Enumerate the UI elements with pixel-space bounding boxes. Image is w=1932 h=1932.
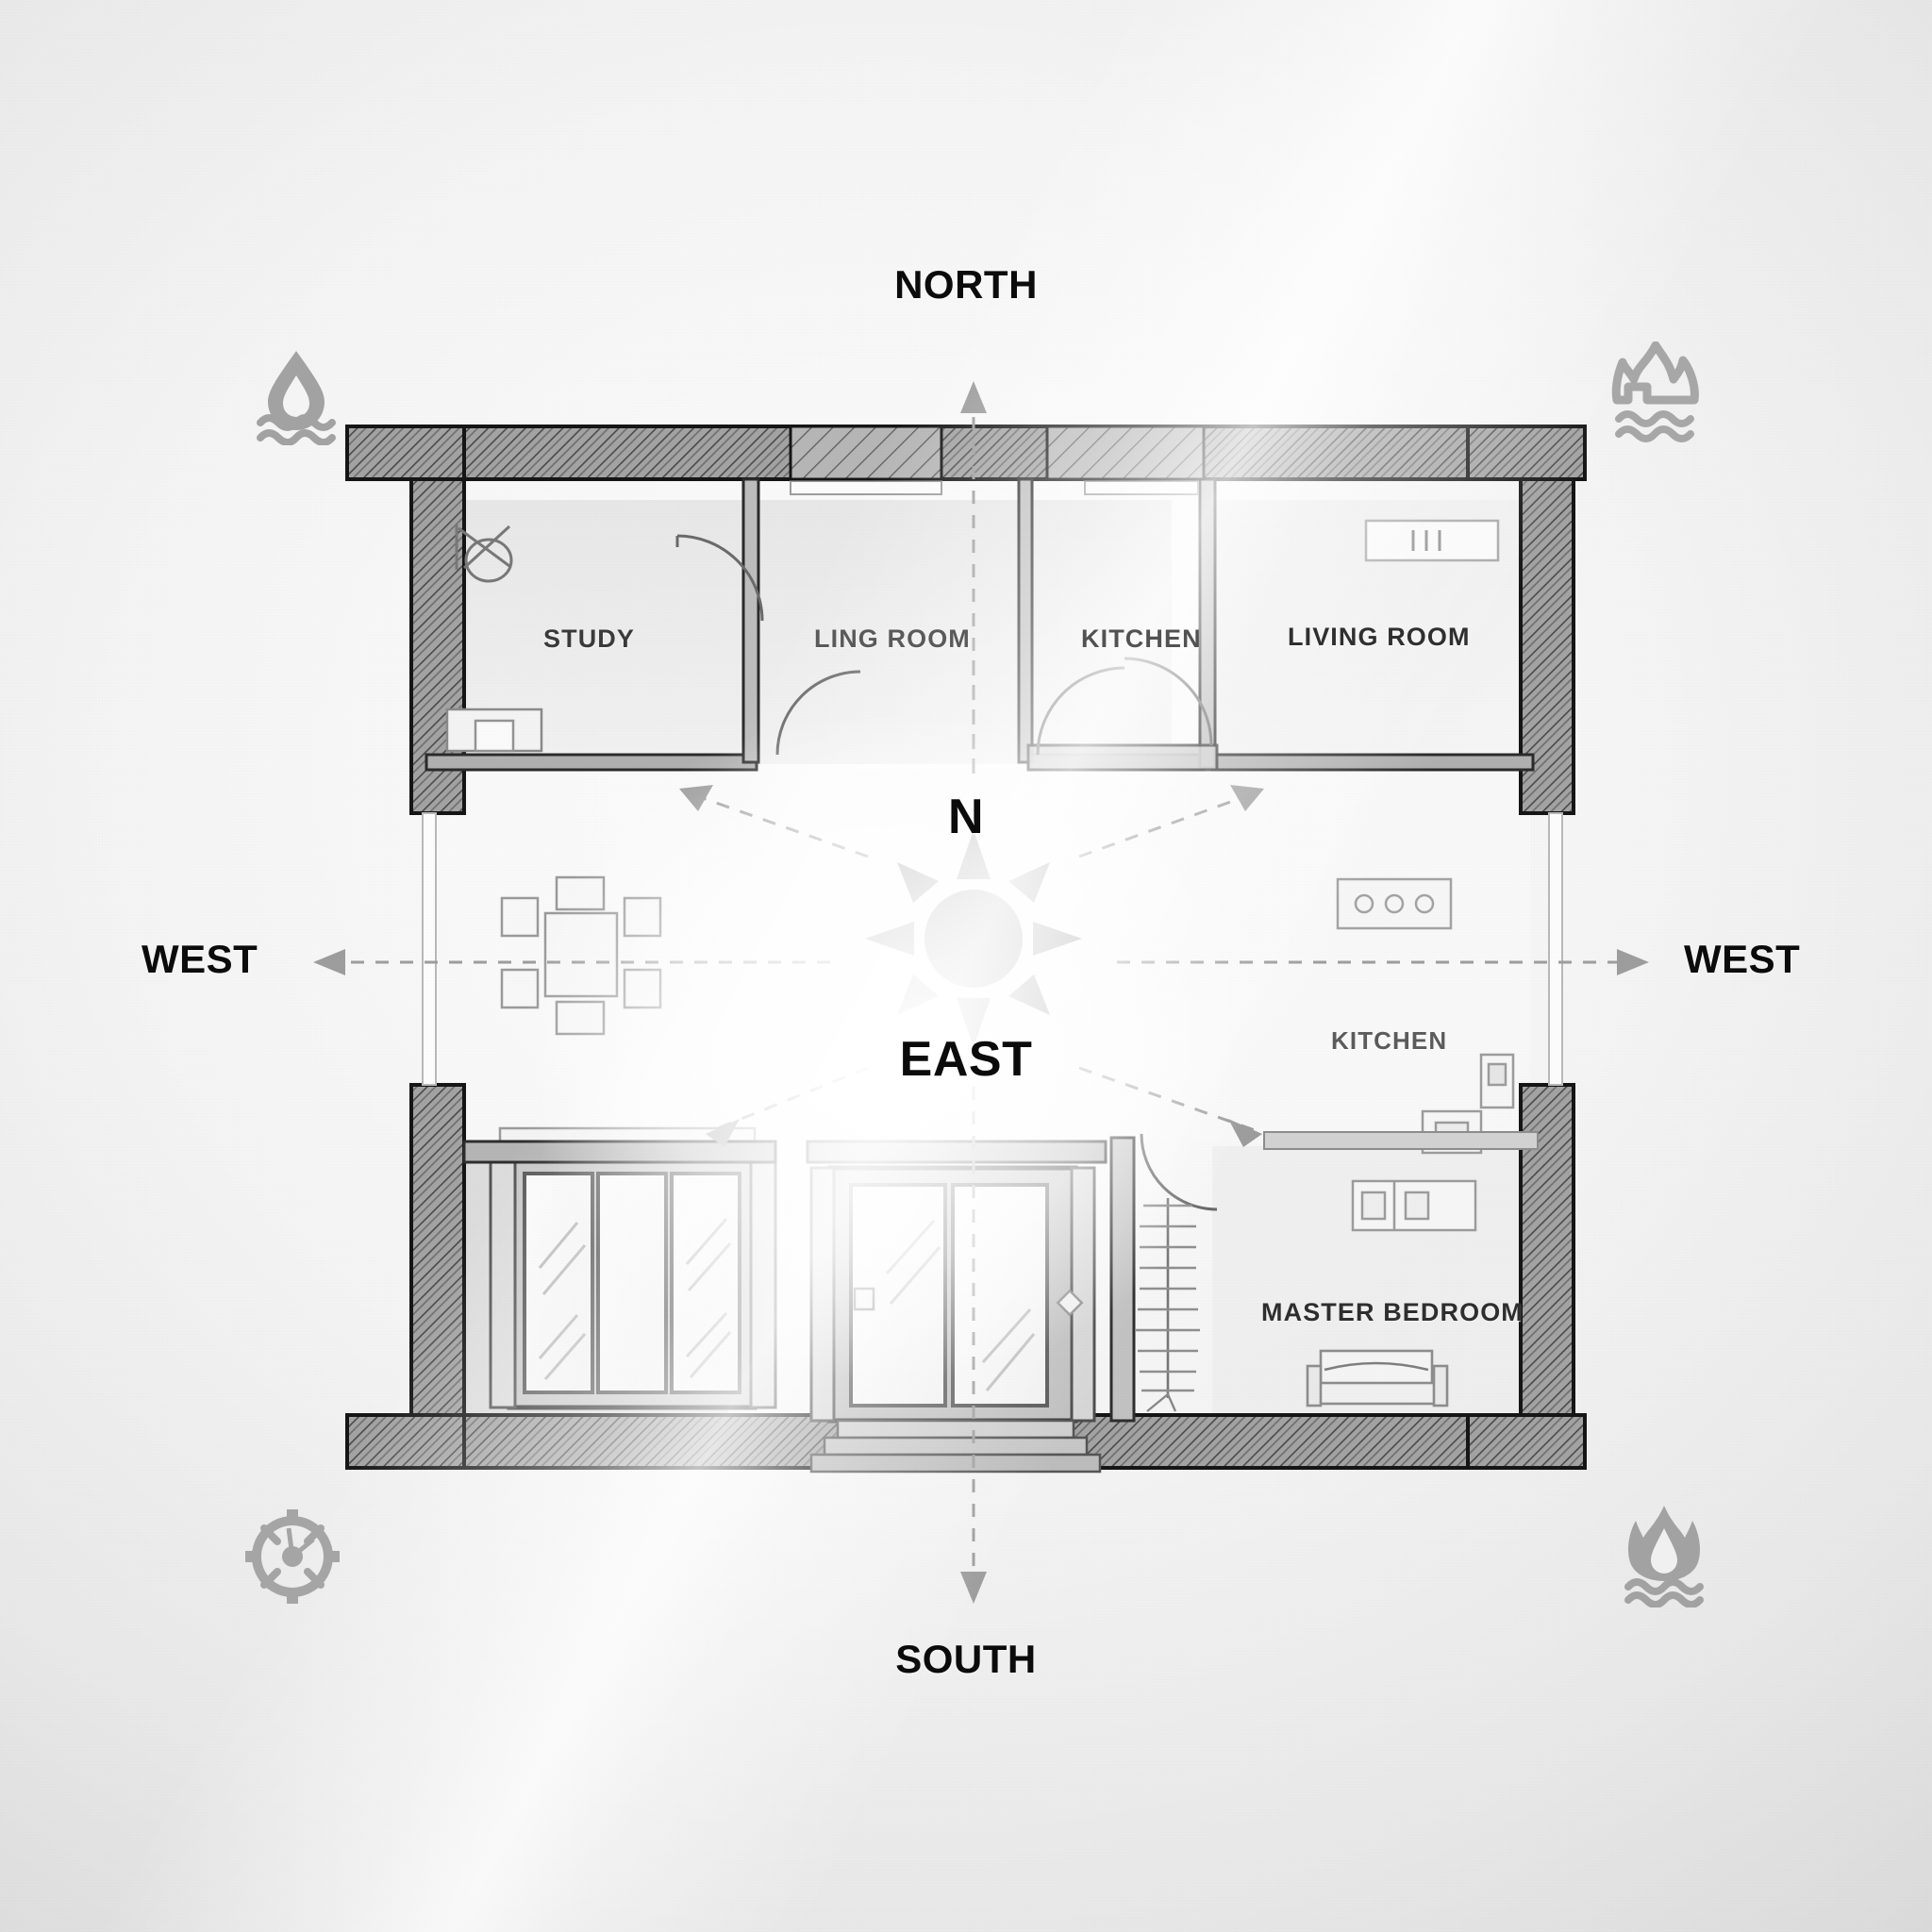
stove-four-burner (1336, 877, 1453, 930)
room-label-study: STUDY (543, 625, 636, 653)
cardinal-label-south: SOUTH (895, 1637, 1037, 1681)
flame-outline-waves-icon (1609, 341, 1702, 448)
staircase-plan-symbol (1136, 1198, 1200, 1412)
bed-elevation (1306, 1349, 1449, 1407)
compass-east-letter: EAST (899, 1032, 1033, 1087)
room-label-kitchen-north: KITCHEN (1081, 625, 1202, 653)
compass-north-letter: N (947, 790, 985, 844)
window-blinds (1364, 519, 1500, 562)
room-label-ling-room: LING ROOM (814, 625, 971, 653)
entry-double-glass-door[interactable] (809, 1165, 1102, 1474)
sliding-glass-door-three-panel[interactable] (489, 1126, 777, 1410)
cardinal-label-north: NORTH (894, 262, 1038, 307)
flame-waves-icon (1621, 1506, 1707, 1612)
room-label-master-bedroom: MASTER BEDROOM (1261, 1298, 1524, 1326)
water-drop-waves-icon (253, 347, 340, 450)
room-label-living-room: LIVING ROOM (1288, 623, 1471, 651)
room-label-kitchen-south: KITCHEN (1331, 1026, 1448, 1055)
compass-sun-icon (865, 830, 1082, 1047)
study-desk (445, 708, 543, 753)
cardinal-label-west-left: WEST (142, 937, 258, 981)
cardinal-label-west-right: WEST (1684, 937, 1801, 981)
pressure-gauge-icon (243, 1507, 341, 1610)
